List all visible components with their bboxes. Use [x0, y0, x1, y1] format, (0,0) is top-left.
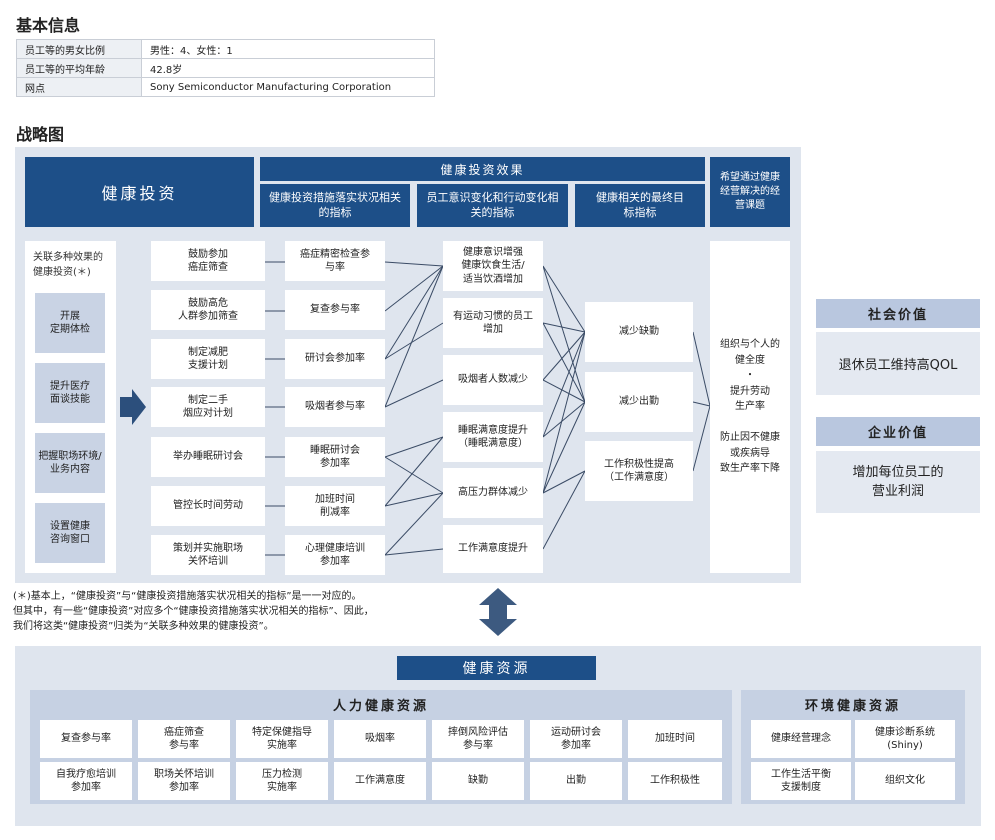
awareness-item: 健康意识增强 健康饮食生活/ 适当饮酒增加 — [443, 241, 543, 291]
goal-box: 组织与个人的 健全度 ・ 提升劳动 生产率 防止因不健康 或疾病导 致生产率下降 — [710, 241, 790, 573]
final-item: 减少缺勤 — [585, 302, 693, 362]
info-label: 网点 — [16, 77, 142, 97]
resource-cell: 工作满意度 — [334, 762, 426, 800]
resource-cell: 复查参与率 — [40, 720, 132, 758]
health-investment-header: 健康投资 — [25, 157, 254, 227]
info-value: Sony Semiconductor Manufacturing Corpora… — [141, 77, 435, 97]
investment-item: 管控长时间劳动 — [151, 486, 265, 526]
measure-item: 复查参与率 — [285, 290, 385, 330]
resource-cell: 吸烟率 — [334, 720, 426, 758]
measure-item: 吸烟者参与率 — [285, 387, 385, 427]
social-value-text: 退休员工维持高QOL — [816, 332, 980, 395]
resource-cell: 工作生活平衡 支援制度 — [751, 762, 851, 800]
effects-header: 健康投资效果 — [260, 157, 705, 181]
goal-header: 希望通过健康经营解决的经营课题 — [710, 157, 790, 227]
measure-item: 睡眠研讨会 参加率 — [285, 437, 385, 477]
corporate-value-text: 增加每位员工的 营业利润 — [816, 451, 980, 513]
resource-cell: 工作积极性 — [628, 762, 722, 800]
awareness-item: 有运动习惯的员工 增加 — [443, 298, 543, 348]
corporate-value-header: 企业价值 — [816, 417, 980, 446]
environment-resources-title: 环境健康资源 — [804, 698, 901, 714]
final-subheader: 健康相关的最终目标指标 — [575, 184, 705, 227]
resource-cell: 加班时间 — [628, 720, 722, 758]
awareness-item: 吸烟者人数减少 — [443, 355, 543, 405]
awareness-item: 工作满意度提升 — [443, 525, 543, 573]
multi-effect-title: 关联多种效果的健康投资(＊) — [33, 252, 103, 278]
right-arrow-icon — [120, 389, 146, 425]
investment-item: 鼓励参加 癌症筛查 — [151, 241, 265, 281]
resource-cell: 特定保健指导 实施率 — [236, 720, 328, 758]
measure-item: 癌症精密检查参 与率 — [285, 241, 385, 281]
resources-title: 健康资源 — [397, 656, 596, 680]
measure-item: 研讨会参加率 — [285, 339, 385, 379]
resource-cell: 摔倒风险评估 参与率 — [432, 720, 524, 758]
investment-item: 制定减肥 支援计划 — [151, 339, 265, 379]
info-label: 员工等的男女比例 — [16, 39, 142, 59]
resource-cell: 压力检测 实施率 — [236, 762, 328, 800]
strategy-title: 战略图 — [16, 125, 65, 144]
investment-item: 策划并实施职场 关怀培训 — [151, 535, 265, 575]
double-arrow-icon — [479, 588, 517, 636]
resource-cell: 健康经营理念 — [751, 720, 851, 758]
awareness-item: 高压力群体减少 — [443, 468, 543, 518]
human-resources-title: 人力健康资源 — [332, 698, 429, 714]
table-row: 员工等的男女比例男性：4、女性：1 — [16, 39, 435, 59]
social-value-header: 社会价值 — [816, 299, 980, 328]
investment-item: 举办睡眠研讨会 — [151, 437, 265, 477]
investment-item: 鼓励高危 人群参加筛查 — [151, 290, 265, 330]
resource-cell: 出勤 — [530, 762, 622, 800]
multi-item: 开展 定期体检 — [35, 293, 105, 353]
investment-item: 制定二手 烟应对计划 — [151, 387, 265, 427]
multi-item: 把握职场环境/ 业务内容 — [35, 433, 105, 493]
measures-subheader: 健康投资措施落实状况相关的指标 — [260, 184, 410, 227]
awareness-item: 睡眠满意度提升 （睡眠满意度） — [443, 412, 543, 462]
footnote: (＊)基本上，“健康投资”与“健康投资措施落实状况相关的指标”是一一对应的。 但… — [13, 591, 374, 632]
measure-item: 心理健康培训 参加率 — [285, 535, 385, 575]
basic-info-title: 基本信息 — [16, 16, 81, 35]
multi-item: 提升医疗 面谈技能 — [35, 363, 105, 423]
resource-cell: 职场关怀培训 参加率 — [138, 762, 230, 800]
resource-cell: 组织文化 — [855, 762, 955, 800]
resource-cell: 癌症筛查 参与率 — [138, 720, 230, 758]
resource-cell: 缺勤 — [432, 762, 524, 800]
resource-cell: 自我疗愈培训 参加率 — [40, 762, 132, 800]
multi-item: 设置健康 咨询窗口 — [35, 503, 105, 563]
final-item: 减少出勤 — [585, 372, 693, 432]
awareness-subheader: 员工意识变化和行动变化相关的指标 — [417, 184, 568, 227]
final-item: 工作积极性提高 （工作满意度） — [585, 441, 693, 501]
resource-cell: 运动研讨会 参加率 — [530, 720, 622, 758]
measure-item: 加班时间 削减率 — [285, 486, 385, 526]
resource-cell: 健康诊断系统 (Shiny) — [855, 720, 955, 758]
